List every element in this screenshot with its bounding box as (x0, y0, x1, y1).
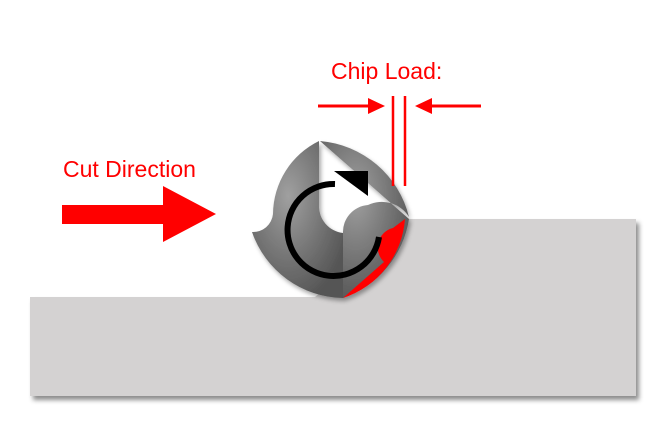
chip-load-arrow-left-icon (318, 98, 385, 114)
clockwise-rotation-icon (284, 171, 382, 279)
arrow-right-icon (62, 186, 216, 242)
tool-body-left (252, 141, 343, 298)
end-mill-tool (252, 141, 409, 298)
chip-load-arrow-right-icon (415, 98, 481, 114)
cut-direction-label: Cut Direction (63, 156, 196, 182)
chip (343, 219, 405, 298)
workpiece (30, 219, 636, 396)
chip-load-label: Chip Load: (331, 58, 442, 84)
